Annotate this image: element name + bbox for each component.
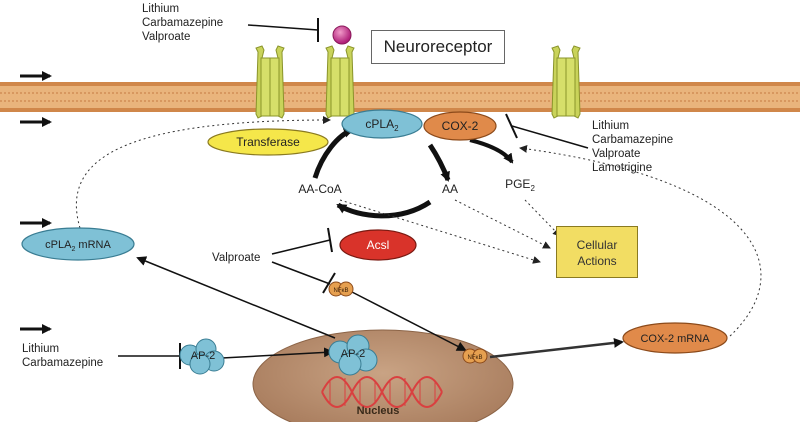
ap2-nucleus [328, 334, 378, 376]
cox2-mrna-label: COX-2 mRNA [640, 333, 710, 345]
cellular-actions-box: Cellular Actions [556, 226, 638, 278]
ap2-cytoplasm-label: AP-2 [191, 350, 215, 362]
aa-label: AA [442, 182, 458, 196]
acsl-label: Acsl [367, 238, 390, 252]
cellular-actions-line1: Cellular [576, 238, 618, 252]
cox2-label: COX-2 [442, 119, 479, 133]
cpla2-mrna-label: cPLA2 mRNA [45, 239, 111, 253]
transferase-node [207, 128, 329, 156]
pge2-label: PGE2 [505, 177, 535, 193]
cpla2-label: cPLA2 [365, 117, 399, 133]
dna-helix [321, 376, 443, 408]
dotted-cpla2-feedback [75, 116, 331, 229]
inhibit-valproate [271, 227, 336, 294]
drug-carbamazepine: Carbamazepine [22, 357, 104, 369]
cpla2-mrna-node [21, 227, 135, 261]
drug-lithium: Lithium [592, 120, 630, 132]
neuroreceptor-title-box: Neuroreceptor [371, 30, 505, 64]
inhibit-top-ligand [247, 18, 319, 42]
drug-carbamazepine: Carbamazepine [592, 134, 674, 146]
cox2-node [423, 111, 497, 141]
nfkb-cytoplasm-label: NFκB [334, 288, 349, 294]
cell-membrane [0, 82, 800, 112]
ap2-cytoplasm [179, 338, 225, 375]
aacoa-label: AA-CoA [298, 182, 341, 196]
dotted-cox2-feedback [519, 144, 762, 337]
cycle-arrows [312, 127, 514, 219]
ligand-dot [332, 25, 352, 45]
drug-list-bottom-left: Lithium Carbamazepine [22, 342, 103, 370]
cox2-mrna-node [622, 322, 728, 354]
drug-lamotrigine: Lamotrigine [592, 162, 653, 174]
inhibit-bottom-ap2 [118, 343, 181, 369]
drug-list-right: Lithium Carbamazepine Valproate Lamotrig… [592, 119, 673, 175]
acsl-node [339, 229, 417, 261]
drug-lithium: Lithium [142, 3, 180, 15]
inhibit-right-cox2 [505, 113, 589, 149]
drug-valproate: Valproate [142, 31, 191, 43]
nucleus-label: Nucleus [357, 405, 400, 417]
drug-list-top-left: Lithium Carbamazepine Valproate [142, 2, 223, 44]
cpla2-node [341, 109, 423, 139]
nfkb-nucleus-label: NFκB [468, 355, 483, 361]
receptor-center [325, 45, 355, 119]
transferase-label: Transferase [236, 135, 300, 149]
nfkb-cytoplasm [328, 281, 354, 297]
side-arrows [20, 71, 52, 334]
solid-arrows [136, 256, 624, 359]
receptor-left [255, 45, 285, 119]
drug-valproate: Valproate [592, 148, 641, 160]
nfkb-nucleus [462, 348, 488, 364]
receptor-right [551, 45, 581, 119]
ap2-nucleus-label: AP-2 [341, 348, 365, 360]
drug-lithium: Lithium [22, 343, 60, 355]
dotted-to-cellular [339, 199, 561, 264]
drug-carbamazepine: Carbamazepine [142, 17, 224, 29]
cellular-actions-line2: Actions [577, 254, 617, 268]
drug-valproate-acsl: Valproate [212, 252, 261, 264]
